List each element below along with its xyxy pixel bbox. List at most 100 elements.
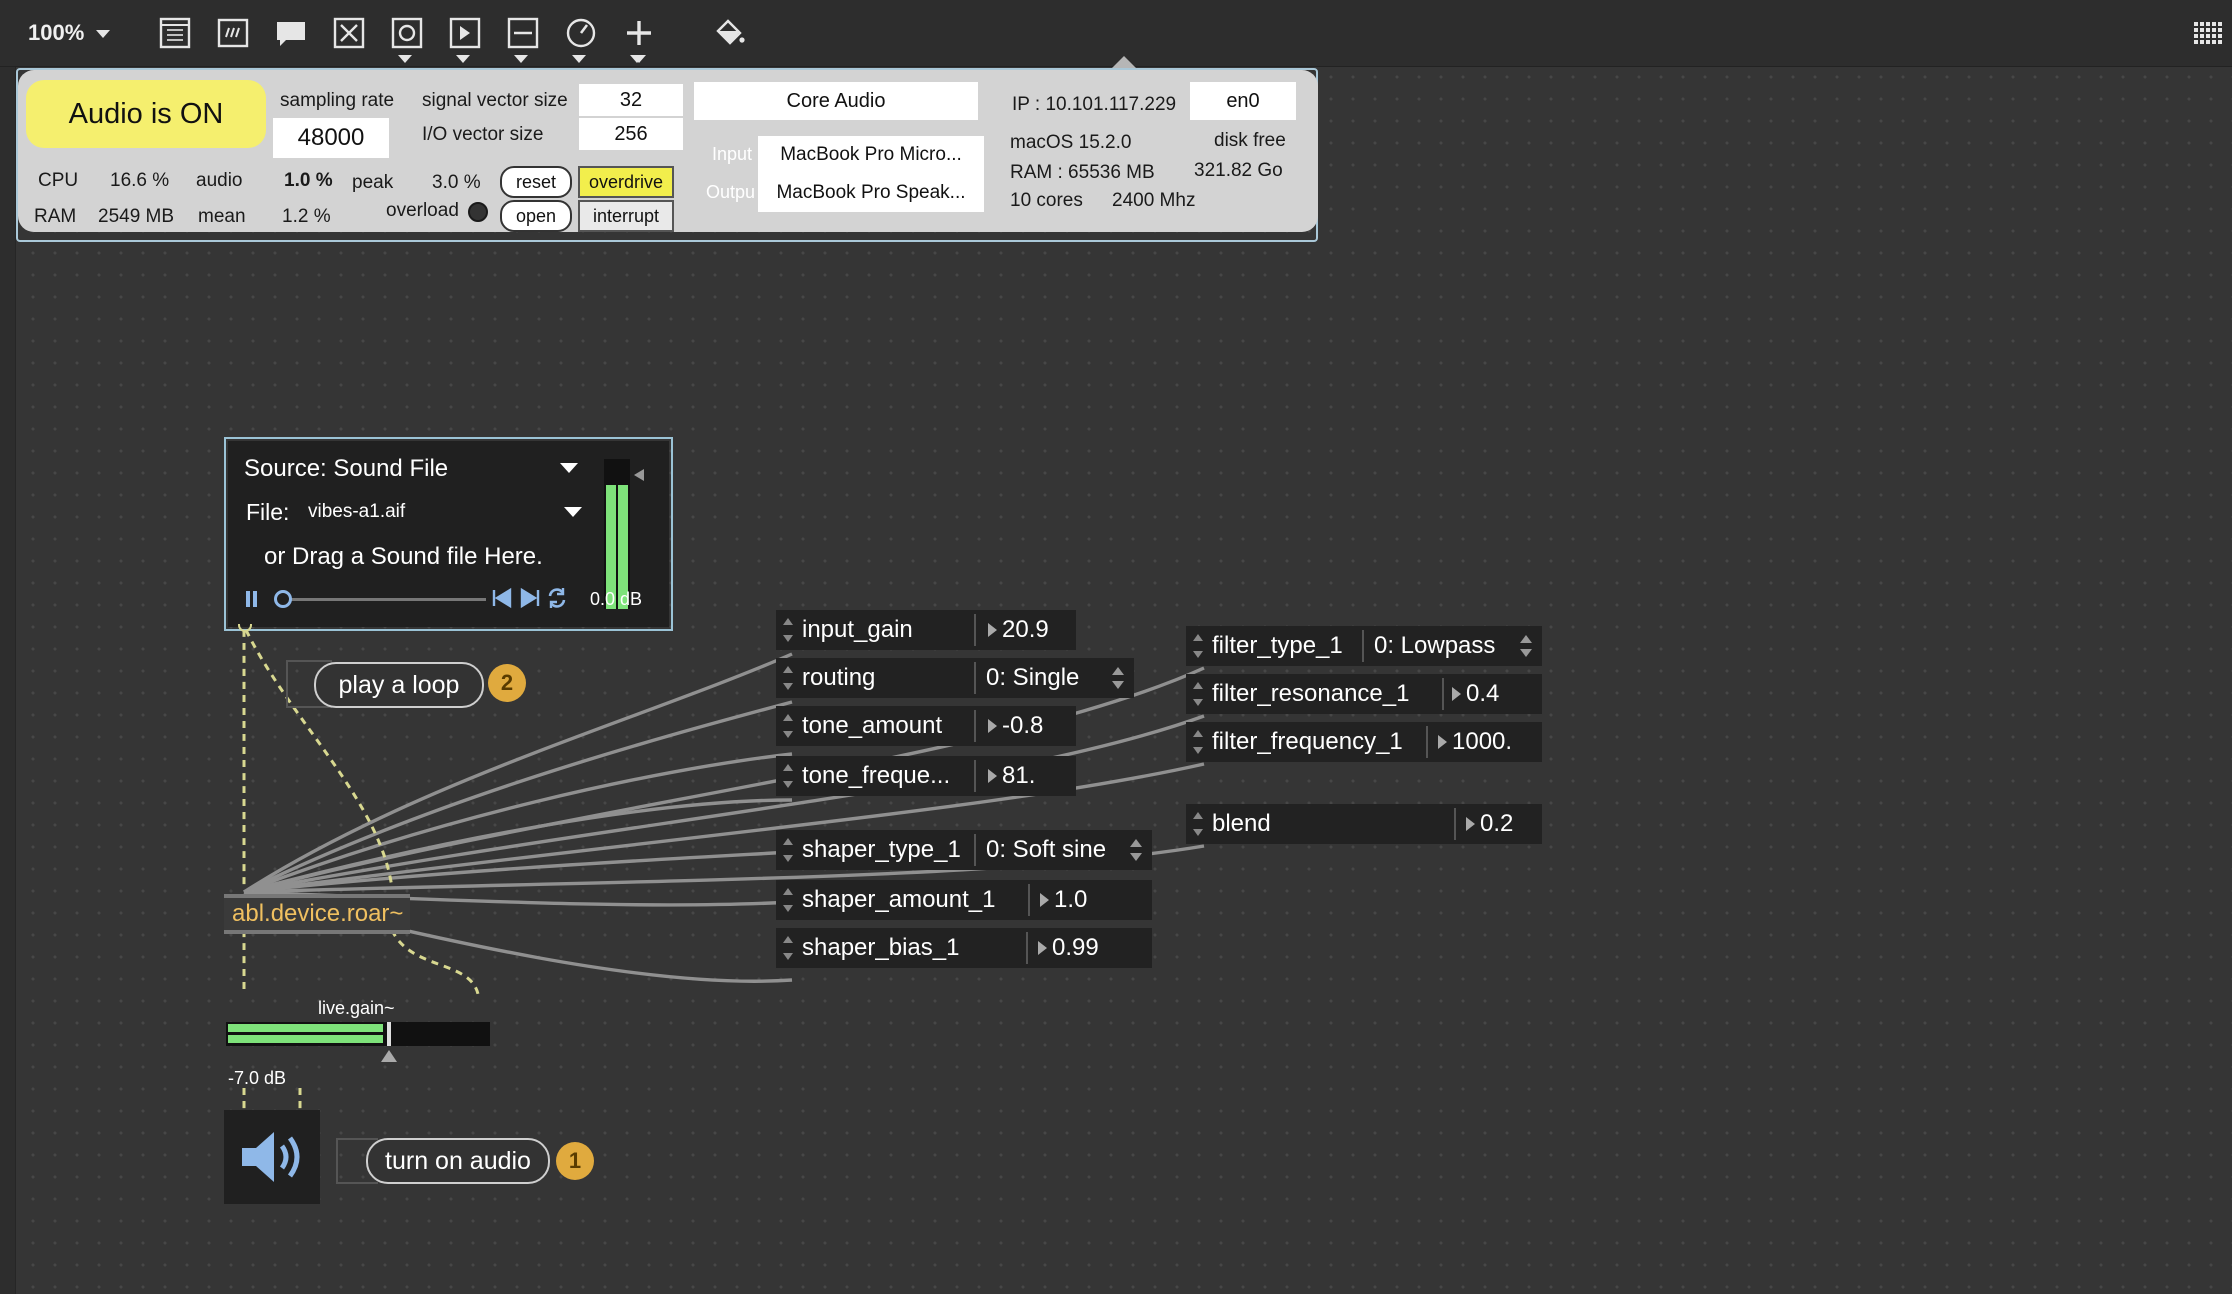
toggle-dropdown-icon[interactable] xyxy=(398,55,412,63)
menu-up-down-icon[interactable] xyxy=(1128,836,1144,864)
param-value[interactable]: 0.4 xyxy=(1466,680,1500,707)
audio-on-button[interactable]: Audio is ON xyxy=(26,80,266,148)
network-interface[interactable]: en0 xyxy=(1190,82,1296,120)
param-value[interactable]: 0: Single xyxy=(986,664,1080,691)
speaker-icon xyxy=(242,1132,300,1182)
message-icon[interactable] xyxy=(272,14,310,52)
number-box-icon[interactable] xyxy=(446,14,484,52)
io-vector-size-value[interactable]: 256 xyxy=(579,118,683,150)
meter-gain-pointer-icon[interactable] xyxy=(634,469,644,481)
param-filter-type-1[interactable]: filter_type_1 0: Lowpass xyxy=(1186,626,1542,666)
param-value[interactable]: 20.9 xyxy=(1002,616,1049,643)
cpu-clock: 2400 Mhz xyxy=(1112,190,1196,211)
interrupt-button[interactable]: interrupt xyxy=(578,200,674,232)
param-value[interactable]: 0.2 xyxy=(1480,810,1514,837)
menu-up-down-icon[interactable] xyxy=(1518,632,1534,660)
play-loop-comment[interactable]: play a loop xyxy=(314,662,484,708)
stepper-icon[interactable] xyxy=(1192,678,1204,710)
turn-on-audio-message-box[interactable] xyxy=(336,1138,378,1184)
number-dropdown-icon[interactable] xyxy=(514,55,528,63)
pause-icon-bar xyxy=(253,591,257,607)
os-version: macOS 15.2.0 xyxy=(1010,132,1132,153)
param-tone-frequency[interactable]: tone_freque... 81. xyxy=(776,756,1076,796)
signal-vector-size-label: signal vector size xyxy=(422,90,568,111)
zoom-dropdown-icon[interactable] xyxy=(96,30,110,38)
live-gain-slider[interactable] xyxy=(226,1022,490,1046)
param-shaper-bias-1[interactable]: shaper_bias_1 0.99 xyxy=(776,928,1152,968)
presentation-icon[interactable] xyxy=(156,14,194,52)
play-loop-message-box[interactable] xyxy=(286,660,332,708)
param-tone-amount[interactable]: tone_amount -0.8 xyxy=(776,706,1076,746)
playback-scrubber[interactable] xyxy=(278,598,486,601)
forward-icon[interactable] xyxy=(520,587,540,614)
param-value[interactable]: 0: Soft sine xyxy=(986,836,1107,863)
meter-right-fill xyxy=(618,485,628,609)
stepper-icon[interactable] xyxy=(782,884,794,916)
param-filter-frequency-1[interactable]: filter_frequency_1 1000. xyxy=(1186,722,1542,762)
input-device-select[interactable]: MacBook Pro Micro... xyxy=(758,136,984,174)
button-dropdown-icon[interactable] xyxy=(456,55,470,63)
io-vector-size-label: I/O vector size xyxy=(422,124,544,145)
cord-filter-frequency xyxy=(243,762,1205,894)
stepper-icon[interactable] xyxy=(782,614,794,646)
playback-position-knob[interactable] xyxy=(274,590,292,608)
add-object-icon[interactable] xyxy=(620,14,658,52)
param-input-gain[interactable]: input_gain 20.9 xyxy=(776,610,1076,650)
param-value[interactable]: 1.0 xyxy=(1054,886,1088,913)
panel-pointer xyxy=(1112,56,1136,68)
source-select[interactable]: Source: Sound File xyxy=(244,455,449,482)
stepper-icon[interactable] xyxy=(782,710,794,742)
dial-icon[interactable] xyxy=(562,14,600,52)
file-dropdown-icon[interactable] xyxy=(564,507,582,517)
rewind-icon[interactable] xyxy=(492,587,512,614)
param-value[interactable]: -0.8 xyxy=(1002,712,1044,739)
param-blend[interactable]: blend 0.2 xyxy=(1186,804,1542,844)
gain-knob[interactable] xyxy=(387,1022,391,1046)
param-value[interactable]: 1000. xyxy=(1452,728,1513,755)
button-icon[interactable] xyxy=(388,14,426,52)
player-outlet[interactable] xyxy=(238,624,252,632)
pause-icon[interactable] xyxy=(246,591,250,607)
param-routing[interactable]: routing 0: Single xyxy=(776,658,1134,698)
cord-tone-amount xyxy=(243,752,793,894)
source-dropdown-icon[interactable] xyxy=(560,463,578,473)
player-selection xyxy=(224,437,673,631)
param-value[interactable]: 81. xyxy=(1002,762,1036,789)
sampling-rate-value[interactable]: 48000 xyxy=(273,118,389,158)
param-shaper-type-1[interactable]: shaper_type_1 0: Soft sine xyxy=(776,830,1152,870)
output-device-select[interactable]: MacBook Pro Speak... xyxy=(758,174,984,212)
slider-dropdown-icon[interactable] xyxy=(572,55,586,63)
toggle-icon[interactable] xyxy=(330,14,368,52)
file-select[interactable]: vibes-a1.aif xyxy=(308,501,406,522)
stepper-icon[interactable] xyxy=(782,834,794,866)
slider-icon[interactable] xyxy=(504,14,542,52)
param-shaper-amount-1[interactable]: shaper_amount_1 1.0 xyxy=(776,880,1152,920)
param-value[interactable]: 0: Lowpass xyxy=(1374,632,1496,659)
add-dropdown-icon[interactable] xyxy=(632,55,646,63)
gain-pointer-icon[interactable] xyxy=(381,1050,397,1062)
signal-vector-size-value[interactable]: 32 xyxy=(579,84,683,116)
paint-bucket-icon[interactable] xyxy=(710,14,748,52)
stepper-icon[interactable] xyxy=(782,760,794,792)
drag-hint[interactable]: or Drag a Sound file Here. xyxy=(264,543,543,570)
stepper-icon[interactable] xyxy=(1192,630,1204,662)
driver-select[interactable]: Core Audio xyxy=(694,82,978,120)
loop-icon[interactable] xyxy=(546,586,568,615)
open-button[interactable]: open xyxy=(500,200,572,232)
stepper-icon[interactable] xyxy=(1192,808,1204,840)
comment-box-icon[interactable] xyxy=(214,14,252,52)
stepper-icon[interactable] xyxy=(782,932,794,964)
param-value[interactable]: 0.99 xyxy=(1052,934,1099,961)
ram-value: 2549 MB xyxy=(98,206,175,227)
reset-button[interactable]: reset xyxy=(500,166,572,198)
turn-on-audio-comment[interactable]: turn on audio xyxy=(366,1138,550,1184)
grid-icon[interactable] xyxy=(2190,16,2228,54)
stepper-icon[interactable] xyxy=(1192,726,1204,758)
param-filter-resonance-1[interactable]: filter_resonance_1 0.4 xyxy=(1186,674,1542,714)
roar-device-object[interactable]: abl.device.roar~ xyxy=(224,894,410,934)
menu-up-down-icon[interactable] xyxy=(1110,664,1126,692)
overdrive-button[interactable]: overdrive xyxy=(578,166,674,198)
audio-output-toggle[interactable] xyxy=(224,1110,320,1204)
stepper-icon[interactable] xyxy=(782,662,794,694)
zoom-level[interactable]: 100% xyxy=(28,20,85,45)
